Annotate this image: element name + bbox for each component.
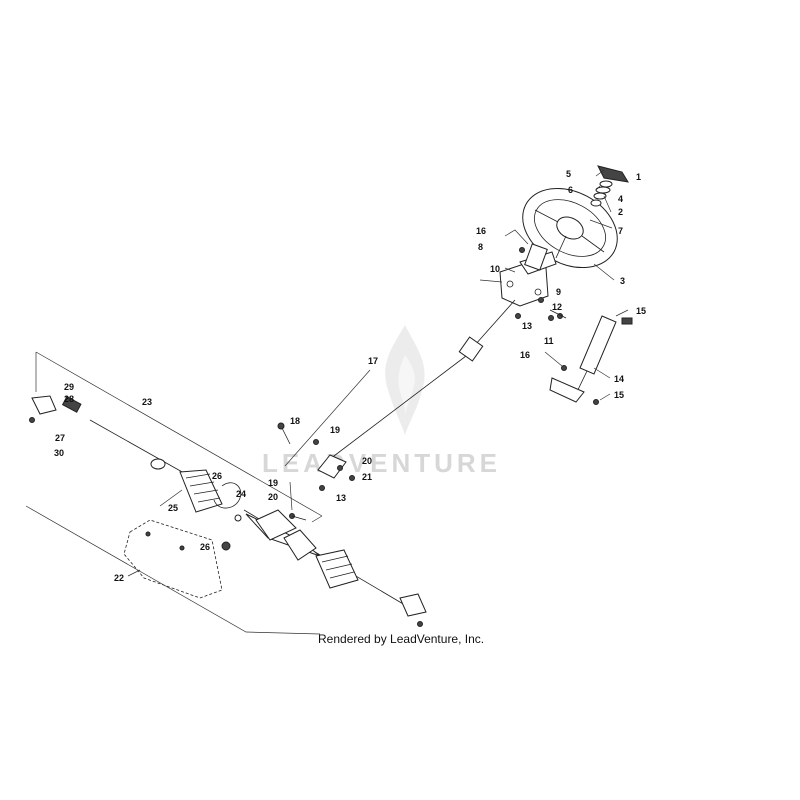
- callout-3: 3: [620, 276, 625, 286]
- callout-16-lower: 16: [520, 350, 530, 360]
- callout-7: 7: [618, 226, 623, 236]
- callout-leader-lines: [25, 169, 629, 635]
- callout-15-upper: 15: [636, 306, 646, 316]
- rack-mount-plate: [123, 519, 223, 599]
- callout-22: 22: [114, 573, 124, 583]
- rack-boot-left: [150, 458, 223, 513]
- callout-13-upper: 13: [522, 321, 532, 331]
- rack-boot-right: [315, 549, 359, 589]
- callout-21: 21: [362, 472, 372, 482]
- callout-26-lower: 26: [200, 542, 210, 552]
- callout-13-lower: 13: [336, 493, 346, 503]
- callout-27: 27: [55, 433, 65, 443]
- callout-16-upper: 16: [476, 226, 486, 236]
- boot-clamp: [213, 482, 242, 551]
- callout-17: 17: [368, 356, 378, 366]
- callout-23: 23: [142, 397, 152, 407]
- callout-11: 11: [544, 336, 554, 346]
- callout-8: 8: [478, 242, 483, 252]
- callout-10: 10: [490, 264, 500, 274]
- callout-28: 28: [64, 394, 74, 404]
- credit-text: Rendered by LeadVenture, Inc.: [318, 632, 485, 646]
- callout-14: 14: [614, 374, 624, 384]
- column-bracket: [499, 243, 557, 307]
- watermark-logo-icon: [385, 325, 425, 435]
- tie-rod-end-right: [399, 593, 427, 627]
- steering-rack: [89, 419, 411, 609]
- steering-wheel: [522, 187, 618, 269]
- callout-20-upper: 20: [362, 456, 372, 466]
- callout-12: 12: [552, 302, 562, 312]
- callout-25: 25: [168, 503, 178, 513]
- bracket-fasteners: [515, 247, 567, 321]
- callout-4: 4: [618, 194, 623, 204]
- callout-20-lower: 20: [268, 492, 278, 502]
- callout-5: 5: [566, 169, 571, 179]
- watermark-text: LEADVENTURE: [262, 448, 502, 478]
- lower-shaft-fasteners: [277, 422, 355, 521]
- callout-19-lower: 19: [268, 478, 278, 488]
- callout-19-upper: 19: [330, 425, 340, 435]
- wheel-nut-washer-stack: [590, 180, 613, 207]
- callout-18: 18: [290, 416, 300, 426]
- steering-damper: [549, 315, 633, 405]
- callout-26-upper: 26: [212, 471, 222, 481]
- callout-15-lower: 15: [614, 390, 624, 400]
- steering-shaft: [317, 299, 516, 479]
- callout-6: 6: [568, 185, 573, 195]
- callout-2: 2: [618, 207, 623, 217]
- tie-rod-end-left: [29, 395, 82, 423]
- horn-cap: [597, 165, 629, 183]
- callout-9: 9: [556, 287, 561, 297]
- callout-30: 30: [54, 448, 64, 458]
- callout-29: 29: [64, 382, 74, 392]
- callout-1: 1: [636, 172, 641, 182]
- callout-24: 24: [236, 489, 246, 499]
